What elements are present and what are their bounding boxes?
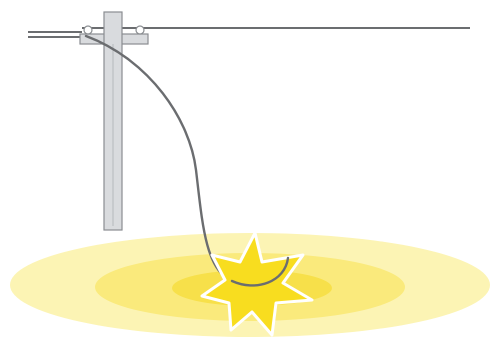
pole-insulator-right — [136, 26, 144, 34]
pole-insulator-left — [84, 26, 92, 34]
utility-pole-icon — [80, 12, 148, 230]
